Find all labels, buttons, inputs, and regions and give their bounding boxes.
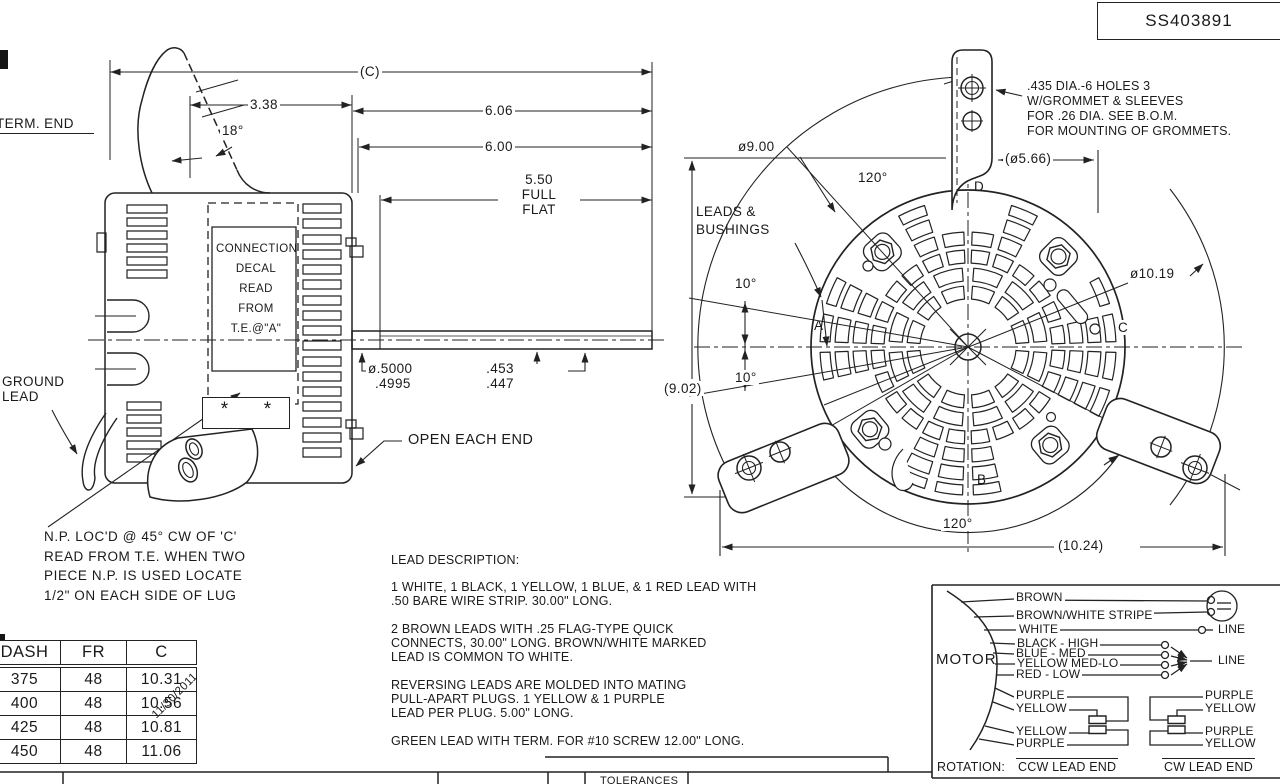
tolerances-label: TOLERANCES: [600, 775, 679, 784]
wire-label-yellow-1: YELLOW: [1014, 701, 1069, 716]
lead-desc-line: GREEN LEAD WITH TERM. FOR #10 SCREW 12.0…: [391, 734, 745, 748]
table-row: 375 48 10.31: [0, 665, 197, 692]
lead-desc-line: PULL-APART PLUGS. 1 YELLOW & 1 PURPLE: [391, 692, 665, 706]
wire-label-brown: BROWN: [1014, 590, 1065, 605]
leads-bushings-note: LEADS & BUSHINGS: [696, 204, 770, 237]
side-view-drawing: [48, 48, 664, 527]
dim-6-00: 6.00: [483, 139, 515, 155]
dim-10-top: 10°: [733, 276, 759, 292]
wire-label-purple-2: PURPLE: [1014, 736, 1067, 751]
dim-10-bottom: 10°: [733, 370, 759, 386]
lead-desc-line: .50 BARE WIRE STRIP. 30.00" LONG.: [391, 594, 613, 608]
lead-desc-line: REVERSING LEADS ARE MOLDED INTO MATING: [391, 678, 687, 692]
ground-lead-label: GROUND LEAD: [2, 374, 65, 405]
grommet-holes-note: .435 DIA.-6 HOLES 3 W/GROMMET & SLEEVES …: [1027, 79, 1232, 138]
dim-120-top: 120°: [856, 170, 890, 186]
table-row: 425 48 10.81: [0, 715, 197, 740]
shaft-flat-callout: .453 .447: [470, 361, 530, 392]
dim-18-deg: 18°: [220, 123, 246, 139]
wire-label-yellow-r2: YELLOW: [1203, 736, 1258, 751]
wire-label-yellow-medlo: YELLOW MED-LO: [1015, 656, 1121, 671]
open-each-end-note: OPEN EACH END: [406, 432, 536, 449]
lead-desc-line: LEAD PER PLUG. 5.00" LONG.: [391, 706, 574, 720]
doc-number-box: SS403891: [1097, 2, 1280, 40]
nameplate-note: N.P. LOC'D @ 45° CW OF 'C' READ FROM T.E…: [44, 529, 246, 603]
dim-6-06: 6.06: [483, 103, 515, 119]
dash-dimension-table: DASH FR C 375 48 10.31 400 48 10.56 425 …: [0, 640, 197, 764]
rotation-label: ROTATION:: [937, 760, 1005, 774]
wire-label-yellow-2: YELLOW: [1014, 724, 1069, 739]
wire-label-yellow-r1: YELLOW: [1203, 701, 1258, 716]
dim-3-38: 3.38: [248, 97, 280, 113]
table-row: 450 48 11.06: [0, 739, 197, 764]
dim-dia-5-66: (ø5.66): [1003, 151, 1054, 167]
lead-desc-line: 1 WHITE, 1 BLACK, 1 YELLOW, 1 BLUE, & 1 …: [391, 580, 757, 594]
cw-lead-end-label: CW LEAD END: [1162, 758, 1256, 774]
dim-120-bottom: 120°: [941, 516, 975, 532]
wire-label-brown-white: BROWN/WHITE STRIPE: [1014, 608, 1155, 623]
title-strip-lines: [0, 757, 932, 784]
vent-grid: [820, 206, 1116, 495]
ccw-lead-end-label: CCW LEAD END: [1016, 758, 1119, 774]
dim-10-24: (10.24): [1056, 538, 1106, 554]
dim-c: (C): [358, 64, 382, 80]
doc-number: SS403891: [1145, 11, 1233, 30]
point-b-label: B: [977, 472, 987, 487]
line-label-2: LINE: [1216, 653, 1248, 668]
decal-star-box: * *: [202, 397, 290, 429]
dim-9-02: (9.02): [662, 381, 704, 397]
dim-dia-9-00: ø9.00: [736, 139, 777, 155]
lead-desc-line: LEAD IS COMMON TO WHITE.: [391, 650, 574, 664]
dim-5-50-full-flat: 5.50 FULL FLAT: [498, 172, 580, 218]
lead-description-title: LEAD DESCRIPTION:: [391, 553, 520, 567]
shaft-dia-callout: ø.5000 .4995: [366, 361, 415, 392]
lead-desc-line: 2 BROWN LEADS WITH .25 FLAG-TYPE QUICK: [391, 622, 674, 636]
line-label-1: LINE: [1216, 622, 1248, 637]
lead-desc-line: CONNECTS, 30.00" LONG. BROWN/WHITE MARKE…: [391, 636, 707, 650]
table-header-row: DASH FR C: [0, 640, 197, 668]
connection-decal-note: CONNECTION DECAL READ FROM T.E.@"A": [216, 243, 298, 335]
scan-mark: [0, 50, 8, 69]
wire-label-purple-1: PURPLE: [1014, 688, 1067, 703]
point-d-label: D: [974, 179, 985, 194]
term-end-label: TERM. END: [0, 116, 94, 135]
dim-dia-10-19: ø10.19: [1128, 266, 1177, 282]
point-a-label: A: [814, 318, 824, 333]
wire-label-red-low: RED - LOW: [1014, 667, 1083, 682]
point-c-label: C: [1116, 320, 1131, 336]
wire-label-purple-r2: PURPLE: [1203, 724, 1256, 739]
wire-label-purple-r1: PURPLE: [1203, 688, 1256, 703]
front-view-drawing: [684, 50, 1246, 556]
wire-label-white: WHITE: [1017, 622, 1061, 637]
motor-label: MOTOR: [936, 651, 997, 668]
